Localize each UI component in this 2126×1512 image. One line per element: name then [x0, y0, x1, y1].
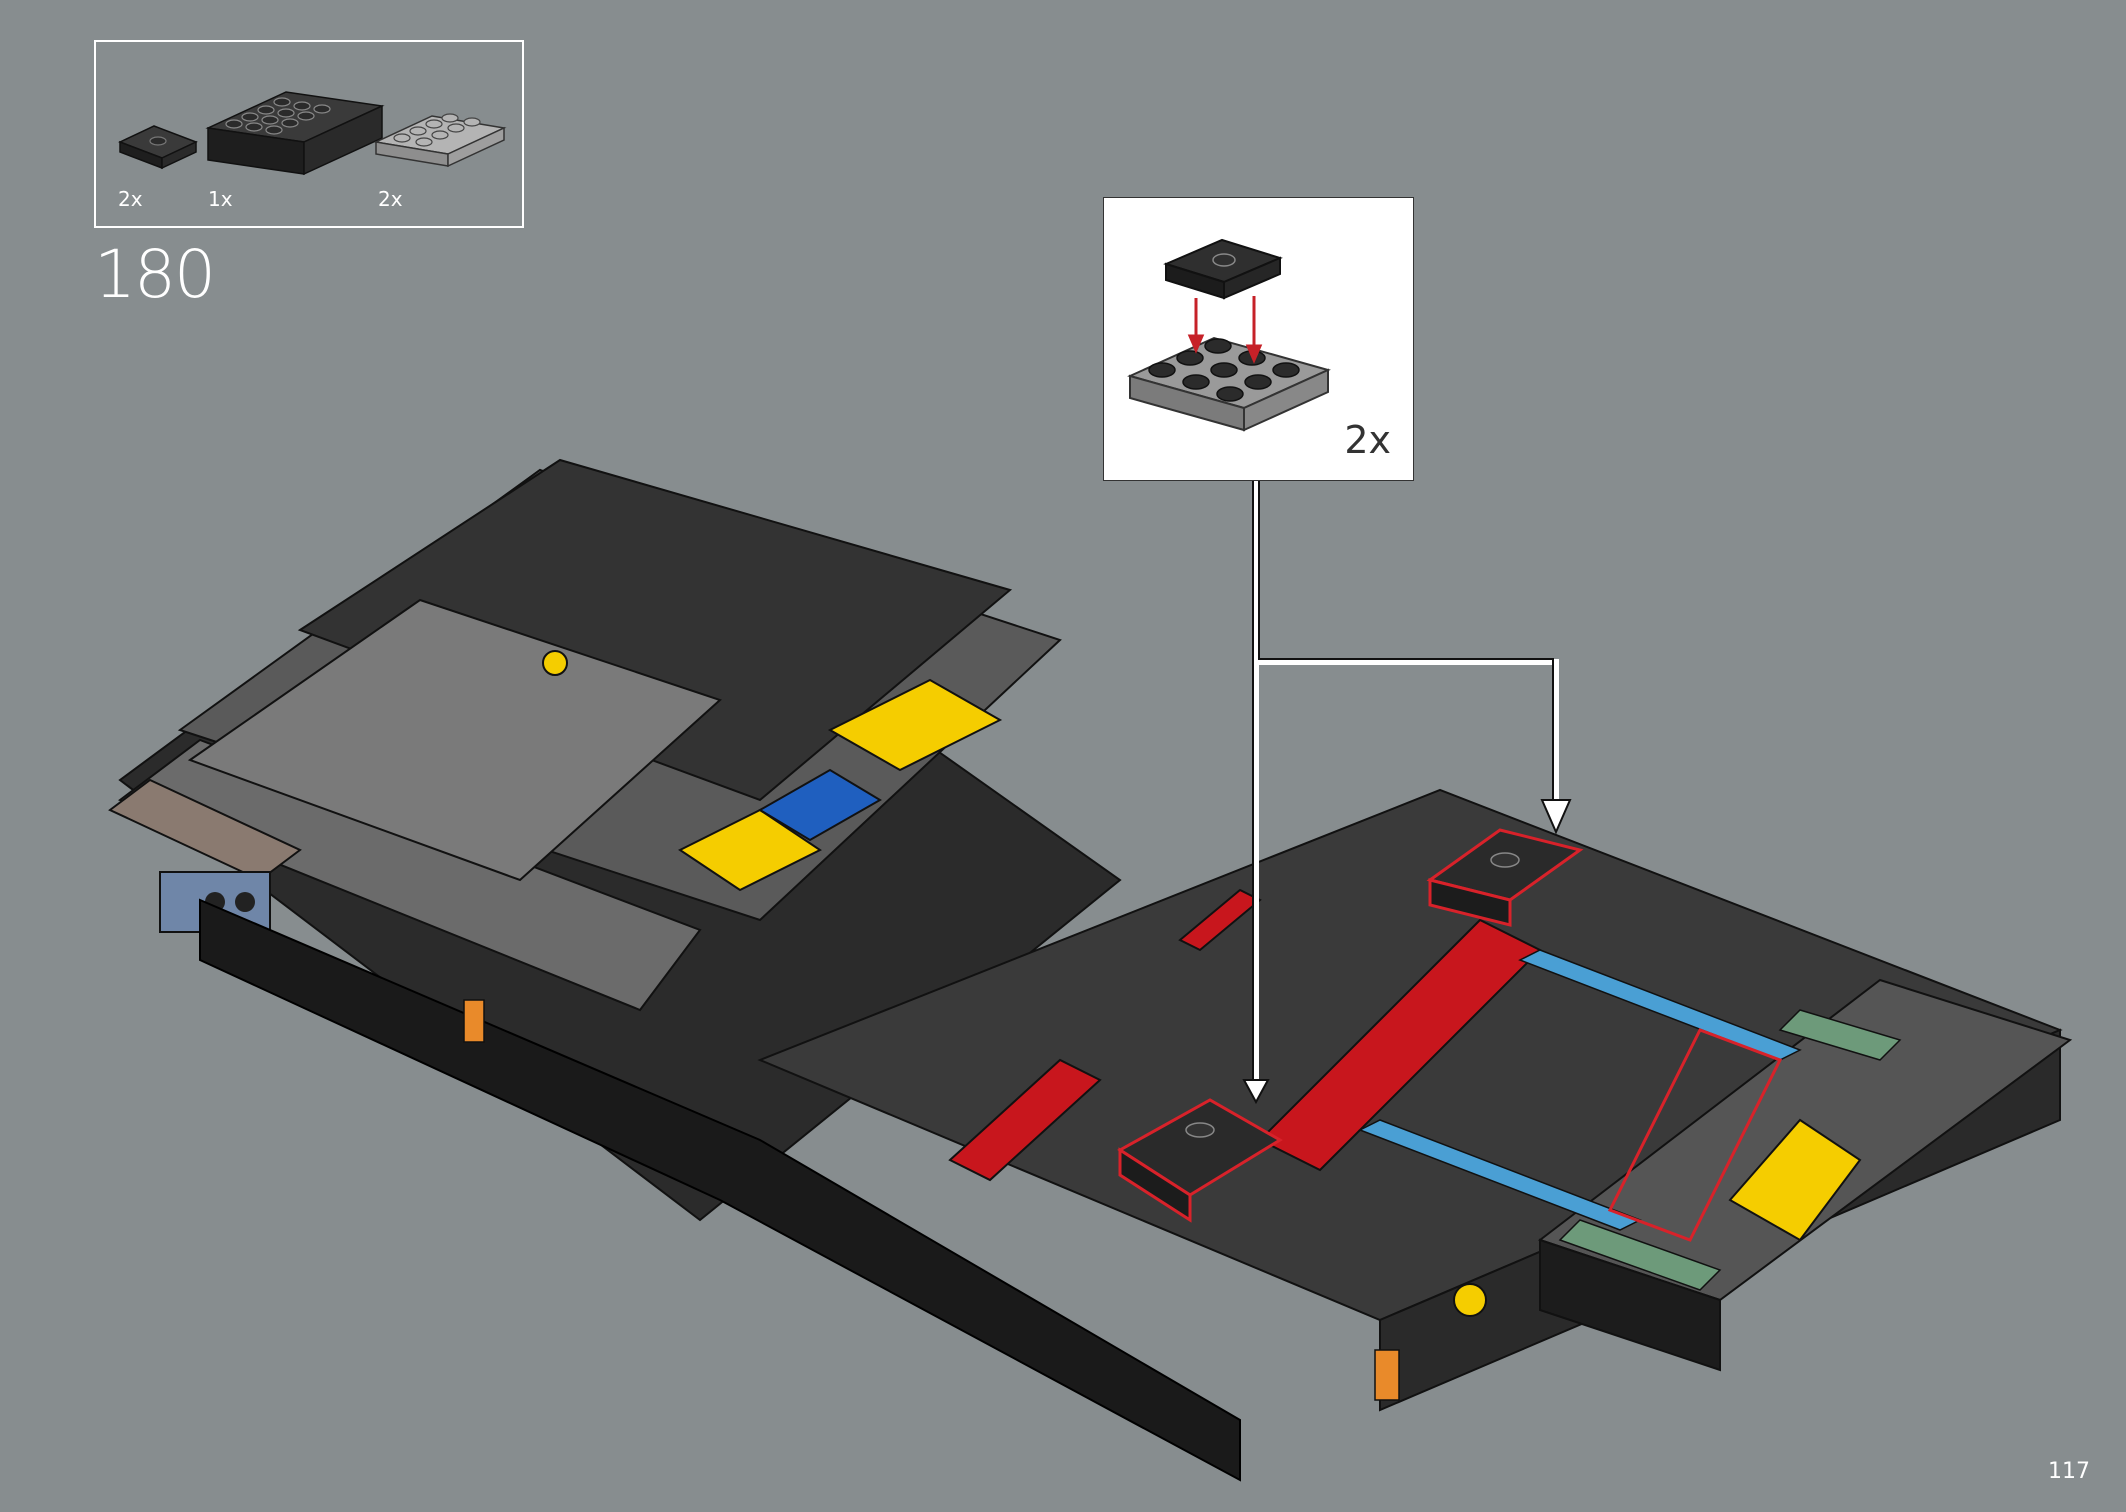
car-chassis-icon: [108, 458, 2073, 1482]
part-brick-2x6-icon: [205, 91, 385, 176]
part-qty-2: 1x: [208, 187, 233, 211]
subassembly-plate-2x4-icon: [1127, 336, 1331, 432]
parts-illustration: [118, 91, 507, 176]
subassembly-illustration: [1127, 238, 1331, 432]
placement-arrows-icon: [1187, 296, 1263, 364]
arrow-head-front-icon: [1242, 1079, 1270, 1105]
highlighted-part-rear-icon: [1426, 828, 1584, 927]
callout-leader-arrows: [1253, 481, 1559, 1080]
part-plate-2x4-icon: [373, 113, 507, 168]
step-number: 180: [94, 236, 216, 313]
callout-quantity: 2x: [1344, 418, 1391, 462]
highlighted-part-front-icon: [1117, 1098, 1283, 1223]
part-plate-2x2-icon: [118, 125, 198, 170]
page-number: 117: [2048, 1459, 2090, 1484]
arrow-head-rear-icon: [1540, 799, 1572, 835]
subassembly-callout: 2x: [1103, 197, 1414, 481]
part-qty-3: 2x: [378, 187, 403, 211]
part-qty-1: 2x: [118, 187, 143, 211]
parts-list-box: 2x 1x 2x: [94, 40, 524, 228]
highlighted-plate-outline-icon: [1607, 1028, 1783, 1242]
subassembly-plate-2x2-icon: [1163, 238, 1283, 300]
